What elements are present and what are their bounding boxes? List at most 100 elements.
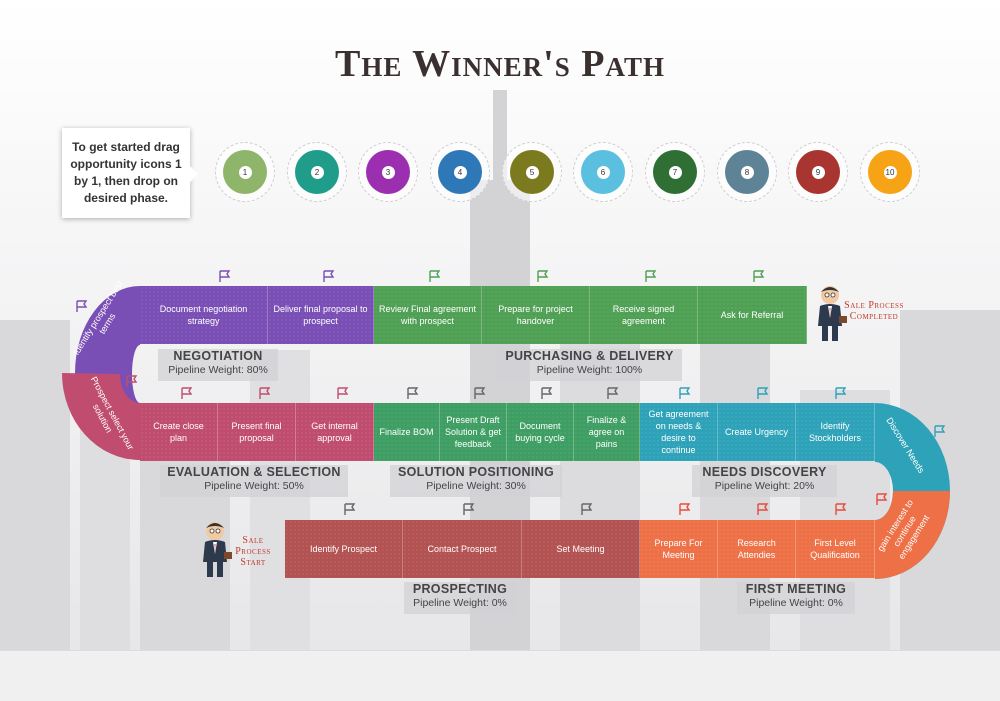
opportunity-icon-7[interactable]: 7 [653, 150, 697, 194]
flag-icon [541, 387, 553, 399]
flag-icon [934, 425, 946, 437]
instructions-tooltip: To get started drag opportunity icons 1 … [62, 128, 198, 218]
phase-weight: Pipeline Weight: 80% [168, 364, 268, 376]
step-identify-stockholders[interactable]: Identify Stockholders [796, 403, 875, 461]
step-contact-prospect[interactable]: Contact Prospect [403, 520, 522, 578]
flag-icon [337, 387, 349, 399]
step-set-meeting[interactable]: Set Meeting [522, 520, 640, 578]
step-research-attendies[interactable]: Research Attendies [718, 520, 796, 578]
step-present-draft-solution[interactable]: Present Draft Solution & get feedback [440, 403, 507, 461]
phase-weight: Pipeline Weight: 100% [536, 364, 643, 376]
phase-solution-positioning: SOLUTION POSITIONING Pipeline Weight: 30… [390, 465, 562, 497]
flag-icon [679, 387, 691, 399]
phase-negotiation: NEGOTIATION Pipeline Weight: 80% [158, 349, 278, 381]
flag-icon [645, 270, 657, 282]
step-prepare-project-handover[interactable]: Prepare for project handover [482, 286, 590, 344]
step-present-final-proposal[interactable]: Present final proposal [218, 403, 296, 461]
step-finalize-bom[interactable]: Finalize BOM [374, 403, 440, 461]
opportunity-slot-7: 7 [645, 142, 705, 202]
step-get-internal-approval[interactable]: Get internal approval [296, 403, 374, 461]
opportunity-icon-5[interactable]: 5 [510, 150, 554, 194]
sale-process-start-label: Sale Process Start [235, 535, 271, 568]
phase-evaluation-selection: EVALUATION & SELECTION Pipeline Weight: … [160, 465, 348, 497]
phase-name: SOLUTION POSITIONING [397, 465, 554, 479]
opportunity-slot-3: 3 [358, 142, 418, 202]
flag-icon [259, 387, 271, 399]
flag-icon [757, 503, 769, 515]
curve-first-meeting-right[interactable] [875, 491, 950, 579]
phase-first-meeting: FIRST MEETING Pipeline Weight: 0% [737, 582, 855, 614]
salesman-start-icon [203, 522, 232, 577]
step-receive-signed-agreement[interactable]: Receive signed agreement [590, 286, 698, 344]
sale-process-completed-label: Sale Process Completed [844, 300, 904, 322]
step-review-final-agreement[interactable]: Review Final agreement with prospect [374, 286, 482, 344]
phase-weight: Pipeline Weight: 30% [426, 480, 526, 492]
flag-icon [407, 387, 419, 399]
phase-name: PURCHASING & DELIVERY [505, 349, 674, 363]
flag-icon [757, 387, 769, 399]
flag-icon [876, 493, 888, 505]
opportunity-slot-2: 2 [287, 142, 347, 202]
step-document-buying-cycle[interactable]: Document buying cycle [507, 403, 574, 461]
flag-icon [537, 270, 549, 282]
curve-evaluation-bottom[interactable] [62, 373, 140, 460]
opportunity-icon-8[interactable]: 8 [725, 150, 769, 194]
flag-icon [679, 503, 691, 515]
flag-icon [474, 387, 486, 399]
phase-weight: Pipeline Weight: 20% [714, 480, 815, 492]
salesman-completed-icon [818, 286, 847, 341]
phase-name: FIRST MEETING [745, 582, 847, 596]
opportunity-slot-6: 6 [573, 142, 633, 202]
opportunity-icon-3[interactable]: 3 [366, 150, 410, 194]
phase-weight: Pipeline Weight: 50% [204, 480, 304, 492]
opportunity-slot-1: 1 [215, 142, 275, 202]
flag-icon [753, 270, 765, 282]
flag-icon [323, 270, 335, 282]
phase-weight: Pipeline Weight: 0% [749, 597, 843, 609]
opportunity-slot-10: 10 [860, 142, 920, 202]
flag-icon [581, 503, 593, 515]
flag-icon [76, 300, 88, 312]
step-deliver-final-proposal[interactable]: Deliver final proposal to prospect [268, 286, 374, 344]
step-identify-prospect[interactable]: Identify Prospect [285, 520, 403, 578]
phase-needs-discovery: NEEDS DISCOVERY Pipeline Weight: 20% [692, 465, 837, 497]
step-first-level-qualification[interactable]: First Level Qualification [796, 520, 875, 578]
page-title: The Winner's Path [335, 43, 665, 85]
opportunity-slot-8: 8 [717, 142, 777, 202]
opportunity-slot-4: 4 [430, 142, 490, 202]
phase-prospecting: PROSPECTING Pipeline Weight: 0% [404, 582, 516, 614]
step-finalize-agree-pains[interactable]: Finalize & agree on pains [574, 403, 640, 461]
flag-icon [835, 387, 847, 399]
phase-name: NEGOTIATION [173, 349, 263, 363]
path-curves [62, 286, 950, 579]
step-document-negotiation-strategy[interactable]: Document negotiation strategy [140, 286, 268, 344]
step-get-agreement-on-needs[interactable]: Get agreement on needs & desire to conti… [640, 403, 718, 461]
phase-purchasing-delivery: PURCHASING & DELIVERY Pipeline Weight: 1… [497, 349, 682, 381]
step-create-close-plan[interactable]: Create close plan [140, 403, 218, 461]
opportunity-slot-9: 9 [788, 142, 848, 202]
phase-weight: Pipeline Weight: 0% [413, 597, 507, 609]
step-create-urgency[interactable]: Create Urgency [718, 403, 796, 461]
pipeline-board: The Winner's Path To get started drag op… [0, 0, 1000, 650]
page-footer [0, 650, 1000, 701]
flag-icon [463, 503, 475, 515]
flag-icon [126, 375, 138, 387]
flag-icon [181, 387, 193, 399]
opportunity-icon-10[interactable]: 10 [868, 150, 912, 194]
opportunity-icon-1[interactable]: 1 [223, 150, 267, 194]
opportunity-icon-6[interactable]: 6 [581, 150, 625, 194]
opportunity-icon-9[interactable]: 9 [796, 150, 840, 194]
flag-icon [835, 503, 847, 515]
flag-icon [219, 270, 231, 282]
phase-name: EVALUATION & SELECTION [167, 465, 341, 479]
flag-icon [344, 503, 356, 515]
step-prepare-for-meeting[interactable]: Prepare For Meeting [640, 520, 718, 578]
flag-icon [607, 387, 619, 399]
phase-name: NEEDS DISCOVERY [702, 465, 827, 479]
opportunity-icon-2[interactable]: 2 [295, 150, 339, 194]
phase-name: PROSPECTING [412, 582, 508, 596]
step-ask-for-referral[interactable]: Ask for Referral [698, 286, 807, 344]
opportunity-icon-4[interactable]: 4 [438, 150, 482, 194]
flag-icon [429, 270, 441, 282]
opportunity-slot-5: 5 [502, 142, 562, 202]
